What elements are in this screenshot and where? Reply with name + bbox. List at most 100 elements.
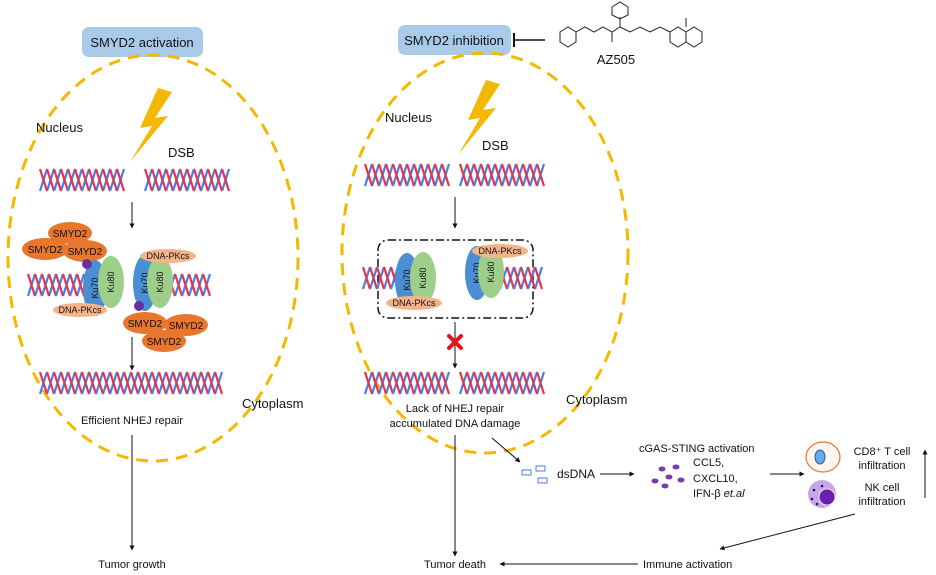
ku80-protein [147,256,173,308]
smyd2-protein [63,240,107,262]
lightning-icon [458,80,500,155]
dna-strand [433,371,444,395]
dna-strand [80,168,91,192]
dnapkcs-label: DNA-PKcs [146,251,190,261]
smyd2-protein [22,238,68,260]
dna-strand [157,371,168,395]
smyd2-activation-box [82,27,203,57]
dna-strand [220,168,231,192]
dna-strand [101,371,112,395]
dna-strand [59,371,70,395]
dna-strand [108,168,119,192]
dna-strand [419,163,430,187]
ccl5-label: CCL5, [693,457,724,469]
dna-strand [192,371,203,395]
lightning-icon [130,88,172,162]
smyd2-label: SMYD2 [28,245,63,256]
smyd2-protein [123,312,167,334]
dna-unrepaired-a [363,371,451,395]
dna-strand [40,273,51,297]
dna-strand [129,371,140,395]
nk-label-2: infiltration [858,496,905,508]
dsb-label-left: DSB [168,145,195,160]
nucleus-label-left: Nucleus [36,120,83,135]
dna-strand [426,163,437,187]
dna-strand [382,266,393,290]
az505-label: AZ505 [597,52,635,67]
dna-strand [472,163,483,187]
dna-strand [370,371,381,395]
dna-strand [526,266,537,290]
dsdna-fragments-icon [521,465,548,484]
dna-strand [75,273,86,297]
dna-strand [173,273,184,297]
smyd2-label: SMYD2 [147,337,182,348]
dna-strand [375,266,386,290]
dna-strand [47,273,58,297]
dnapkcs-label: DNA-PKcs [58,305,102,315]
nucleus-boundary-left [6,53,300,463]
ku80-protein [410,252,436,304]
ifnb-label: IFN-β et.al [693,488,745,500]
dna-repaired [38,371,224,395]
dnapkcs-label: DNA-PKcs [478,246,522,256]
dna-strand [370,163,381,187]
dna-strand [486,163,497,187]
dna-strand [122,371,133,395]
failed-complex-box [377,239,534,319]
dna-strand [391,371,402,395]
dna-strand [479,371,490,395]
dna-strand [486,371,497,395]
dna-strand [412,163,423,187]
dna-strand [187,273,198,297]
dna-strand [194,273,205,297]
dna-strand [521,371,532,395]
dna-strand [150,371,161,395]
dna-strand [507,371,518,395]
cytoplasm-label-left: Cytoplasm [242,396,303,411]
nk-cell-icon [808,480,836,508]
dna-strand [514,371,525,395]
ku80-label: Ku80 [155,271,165,292]
ku70-label: Ku70 [90,277,100,298]
dna-strand [500,371,511,395]
dna-strand [493,163,504,187]
dna-strand [68,273,79,297]
dna-strand [433,163,444,187]
dna-broken-left-a [38,168,126,192]
dna-strand [38,168,49,192]
dna-strand [171,371,182,395]
dna-strand [178,168,189,192]
dna-strand [363,371,374,395]
dnapkcs-label: DNA-PKcs [392,298,436,308]
dna-strand [426,371,437,395]
dna-strand [157,168,168,192]
dna-strand [505,266,516,290]
arrow-to-immune [719,513,856,551]
dna-strand [87,371,98,395]
dna-strand [180,273,191,297]
dna-damage-label: accumulated DNA damage [390,418,521,430]
ku80-label: Ku80 [106,271,116,292]
dna-strand [33,273,44,297]
dna-strand [519,266,530,290]
dna-strand [440,371,451,395]
dna-strand [528,163,539,187]
dna-strand [136,371,147,395]
dna-strand [535,371,546,395]
dna-strand [412,371,423,395]
dna-strand [87,168,98,192]
dna-strand [52,371,63,395]
dna-strand [94,168,105,192]
dna-strand [115,371,126,395]
dna-strand [419,371,430,395]
dna-strand [398,371,409,395]
az505-structure [559,1,703,48]
dna-strand [45,371,56,395]
dna-strand [398,163,409,187]
dna-unrepaired-b [458,371,546,395]
smyd2-label: SMYD2 [169,321,204,332]
dna-strand [493,371,504,395]
dna-broken-right-a [363,163,451,187]
dna-strand [361,266,372,290]
